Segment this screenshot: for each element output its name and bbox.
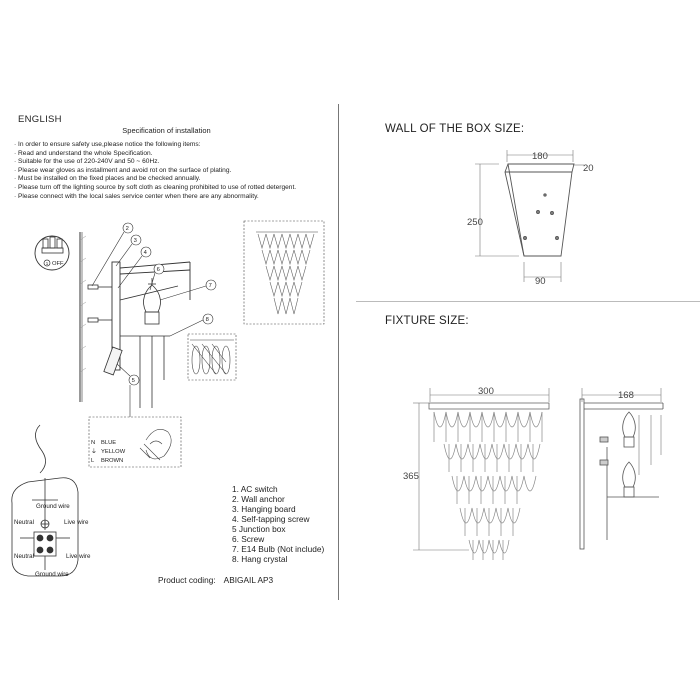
wire-color-labels: N BLUE ⏚ YELLOW L BROWN <box>91 440 126 464</box>
svg-text:Live wire: Live wire <box>66 553 91 560</box>
instructions-list: · In order to ensure safety use,please n… <box>14 141 336 201</box>
svg-text:Ground wire: Ground wire <box>35 571 69 578</box>
svg-text:BROWN: BROWN <box>101 458 123 464</box>
svg-text:250: 250 <box>467 217 483 228</box>
svg-text:Ground wire: Ground wire <box>36 503 70 510</box>
instruction-item: · In order to ensure safety use,please n… <box>14 141 201 148</box>
fixture-side <box>119 278 179 408</box>
ac-switch-icon: 1 OFF <box>34 235 70 271</box>
switch-off-label: OFF <box>52 261 64 267</box>
legend-item: 2. Wall anchor <box>232 494 285 504</box>
legend-item: 3. Hanging board <box>232 504 296 514</box>
legend-item: 4. Self-tapping screw <box>232 514 310 524</box>
hang-crystal-detail <box>187 333 237 381</box>
product-coding-label: Product coding: <box>158 575 216 585</box>
instruction-item: · Please connect with the local sales se… <box>14 192 259 200</box>
svg-text:N: N <box>91 440 95 446</box>
section-divider <box>356 301 700 302</box>
box-size-title: WALL OF THE BOX SIZE: <box>385 123 525 135</box>
instruction-item: · Must be installed on the fixed places … <box>14 175 201 183</box>
svg-text:⏚: ⏚ <box>91 448 97 455</box>
wiring-diagram <box>11 477 79 577</box>
svg-text:7: 7 <box>209 283 212 289</box>
fixture-front-drawing <box>428 402 550 560</box>
svg-text:2: 2 <box>126 226 129 232</box>
legend-item: 5 Junction box <box>232 524 286 534</box>
fixture-front-dimension-values: 300 365 <box>403 386 494 482</box>
svg-text:L: L <box>91 458 95 464</box>
fixture-side-dimension-values: 168 <box>618 390 634 401</box>
fixture-size-title: FIXTURE SIZE: <box>385 315 469 327</box>
box-dimension-values: 180 20 250 90 <box>467 151 594 287</box>
svg-text:6: 6 <box>157 267 160 273</box>
fixture-side-dimension-lines <box>581 388 662 402</box>
svg-text:8: 8 <box>206 317 209 323</box>
legend-item: 1. AC switch <box>232 484 278 494</box>
svg-text:180: 180 <box>532 151 548 162</box>
instruction-item: · Read and understand the whole Specific… <box>14 149 153 157</box>
wall <box>79 232 87 402</box>
dimension-drawings: 180 20 250 90 300 365 <box>403 150 664 560</box>
language-heading: ENGLISH <box>18 114 62 125</box>
svg-text:Neutral: Neutral <box>14 519 34 526</box>
svg-text:168: 168 <box>618 390 634 401</box>
wiring-labels: Ground wire Neutral Live wire Neutral Li… <box>14 503 91 578</box>
svg-text:Neutral: Neutral <box>14 553 34 560</box>
wire-detail-box <box>88 385 182 468</box>
hanging-board <box>111 261 191 371</box>
callouts <box>91 222 217 386</box>
svg-text:Live wire: Live wire <box>64 519 89 526</box>
parts-legend: 1. AC switch 2. Wall anchor 3. Hanging b… <box>232 484 324 564</box>
wall-anchors <box>87 284 112 323</box>
legend-item: 6. Screw <box>232 534 265 544</box>
installation-title: Specification of installation <box>122 126 211 135</box>
svg-text:YELLOW: YELLOW <box>101 449 126 455</box>
svg-text:5: 5 <box>132 378 135 384</box>
box-drawing <box>504 163 575 257</box>
instruction-item: · Please wear gloves as installment and … <box>14 166 232 174</box>
product-coding-value: ABIGAIL AP3 <box>223 575 274 585</box>
fixture-front-dimension-lines <box>413 388 550 551</box>
crystal-detail-box <box>243 220 325 325</box>
svg-text:3: 3 <box>134 238 137 244</box>
legend-item: 7. E14 Bulb (Not include) <box>232 544 325 554</box>
svg-text:20: 20 <box>583 163 594 174</box>
box-dimension-lines <box>475 150 584 282</box>
instruction-item: · Please turn off the lighting source by… <box>14 183 297 191</box>
junction-box <box>103 346 123 376</box>
svg-text:1: 1 <box>46 261 49 266</box>
svg-text:90: 90 <box>535 276 546 287</box>
product-coding: Product coding: ABIGAIL AP3 <box>158 575 273 585</box>
svg-text:365: 365 <box>403 471 419 482</box>
installation-diagram: 1 OFF <box>11 220 325 578</box>
svg-text:BLUE: BLUE <box>101 440 116 446</box>
instruction-item: · Suitable for the use of 220-240V and 5… <box>14 158 160 166</box>
legend-item: 8. Hang crystal <box>232 554 288 564</box>
svg-text:300: 300 <box>478 386 494 397</box>
fixture-side-drawing <box>579 398 664 550</box>
power-cable <box>35 424 46 474</box>
svg-text:4: 4 <box>144 250 148 256</box>
callout-numbers: 2 3 4 6 7 8 5 <box>126 226 212 384</box>
panel-divider <box>338 104 339 600</box>
